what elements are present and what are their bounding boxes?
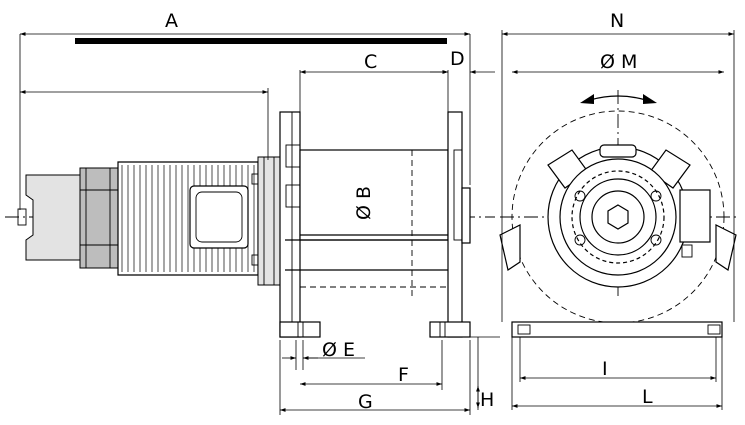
label-d: D	[450, 48, 465, 70]
label-l: L	[642, 386, 653, 408]
label-c: C	[364, 51, 377, 73]
drum-outline	[511, 110, 725, 324]
hex-shaft	[607, 204, 629, 230]
side-dimensions	[19, 32, 500, 415]
drum	[285, 149, 462, 300]
motor-body	[117, 161, 259, 276]
left-frame-plate	[279, 111, 301, 338]
label-m: Ø M	[600, 51, 637, 73]
terminal-box	[189, 185, 249, 249]
label-e: Ø E	[322, 339, 355, 361]
label-g: G	[358, 391, 373, 413]
rotation-arrow	[589, 95, 647, 101]
label-a: A	[165, 10, 178, 32]
label-h: H	[480, 389, 494, 411]
side-view: A C D Ø B Ø E F G H	[5, 10, 500, 415]
motor-flange	[251, 156, 281, 286]
base-feet	[279, 321, 471, 338]
length-bar	[75, 38, 447, 44]
label-i: I	[602, 358, 608, 380]
front-view: N Ø M I L	[499, 10, 740, 410]
label-f: F	[398, 364, 409, 386]
gear-end-cap	[17, 167, 119, 269]
right-frame-plate	[447, 111, 471, 338]
label-b: Ø B	[353, 186, 375, 220]
label-n: N	[610, 10, 624, 32]
drum-upper	[299, 149, 449, 241]
